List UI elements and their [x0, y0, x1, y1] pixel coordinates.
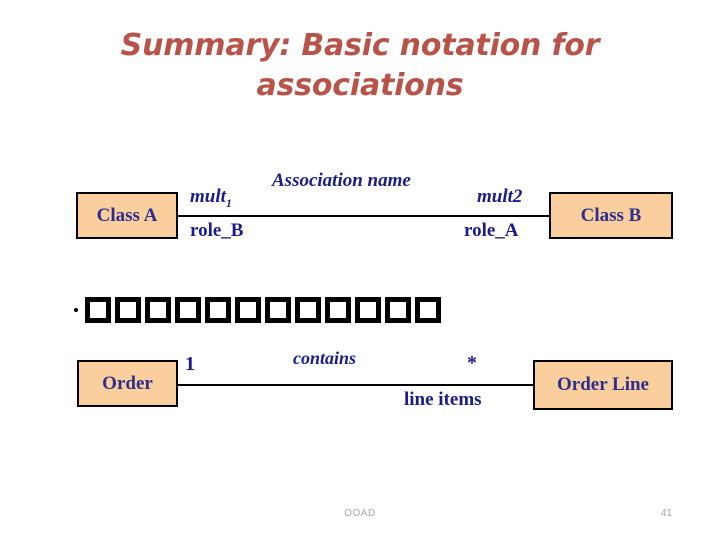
role-left-generic: role_B [190, 220, 244, 241]
class-box-class-a[interactable]: Class A [76, 192, 178, 239]
bullet-missing-glyph-row [74, 297, 441, 323]
role-right-generic: role_A [464, 220, 519, 241]
multiplicity-left-generic-base: mult [190, 186, 226, 207]
class-box-order-label: Order [102, 372, 153, 394]
missing-glyph-box [265, 297, 291, 323]
missing-glyph-box [355, 297, 381, 323]
missing-glyph-sequence [85, 297, 441, 323]
missing-glyph-box [415, 297, 441, 323]
association-name-order: contains [293, 348, 357, 368]
multiplicity-left-order: 1 [185, 353, 195, 375]
class-box-class-a-label: Class A [96, 204, 158, 226]
page-title-line-2: associations [256, 67, 464, 103]
class-box-class-b[interactable]: Class B [549, 192, 673, 239]
class-box-order[interactable]: Order [77, 360, 178, 407]
missing-glyph-box [205, 297, 231, 323]
missing-glyph-box [145, 297, 171, 323]
multiplicity-right-order: * [467, 352, 477, 374]
class-box-order-line-label: Order Line [556, 374, 649, 395]
missing-glyph-box [295, 297, 321, 323]
multiplicity-left-generic: mult1 [190, 186, 232, 211]
missing-glyph-box [115, 297, 141, 323]
association-line-order [178, 384, 533, 386]
missing-glyph-box [385, 297, 411, 323]
missing-glyph-box [175, 297, 201, 323]
bullet-dot-icon [74, 308, 78, 312]
page-title-line-1: Summary: Basic notation for [120, 28, 600, 63]
footer-course-label: OOAD [344, 508, 376, 519]
class-box-order-line[interactable]: Order Line [533, 360, 673, 410]
multiplicity-left-generic-subscript: 1 [225, 195, 232, 210]
footer-page-number: 41 [660, 508, 672, 519]
missing-glyph-box [85, 297, 111, 323]
class-box-class-b-label: Class B [580, 204, 642, 226]
association-line-generic [178, 215, 549, 217]
multiplicity-right-generic: mult2 [477, 186, 523, 207]
association-name-generic: Association name [272, 170, 411, 191]
role-right-order: line items [404, 389, 482, 410]
missing-glyph-box [235, 297, 261, 323]
page-title: Summary: Basic notation for associations [60, 26, 660, 106]
missing-glyph-box [325, 297, 351, 323]
